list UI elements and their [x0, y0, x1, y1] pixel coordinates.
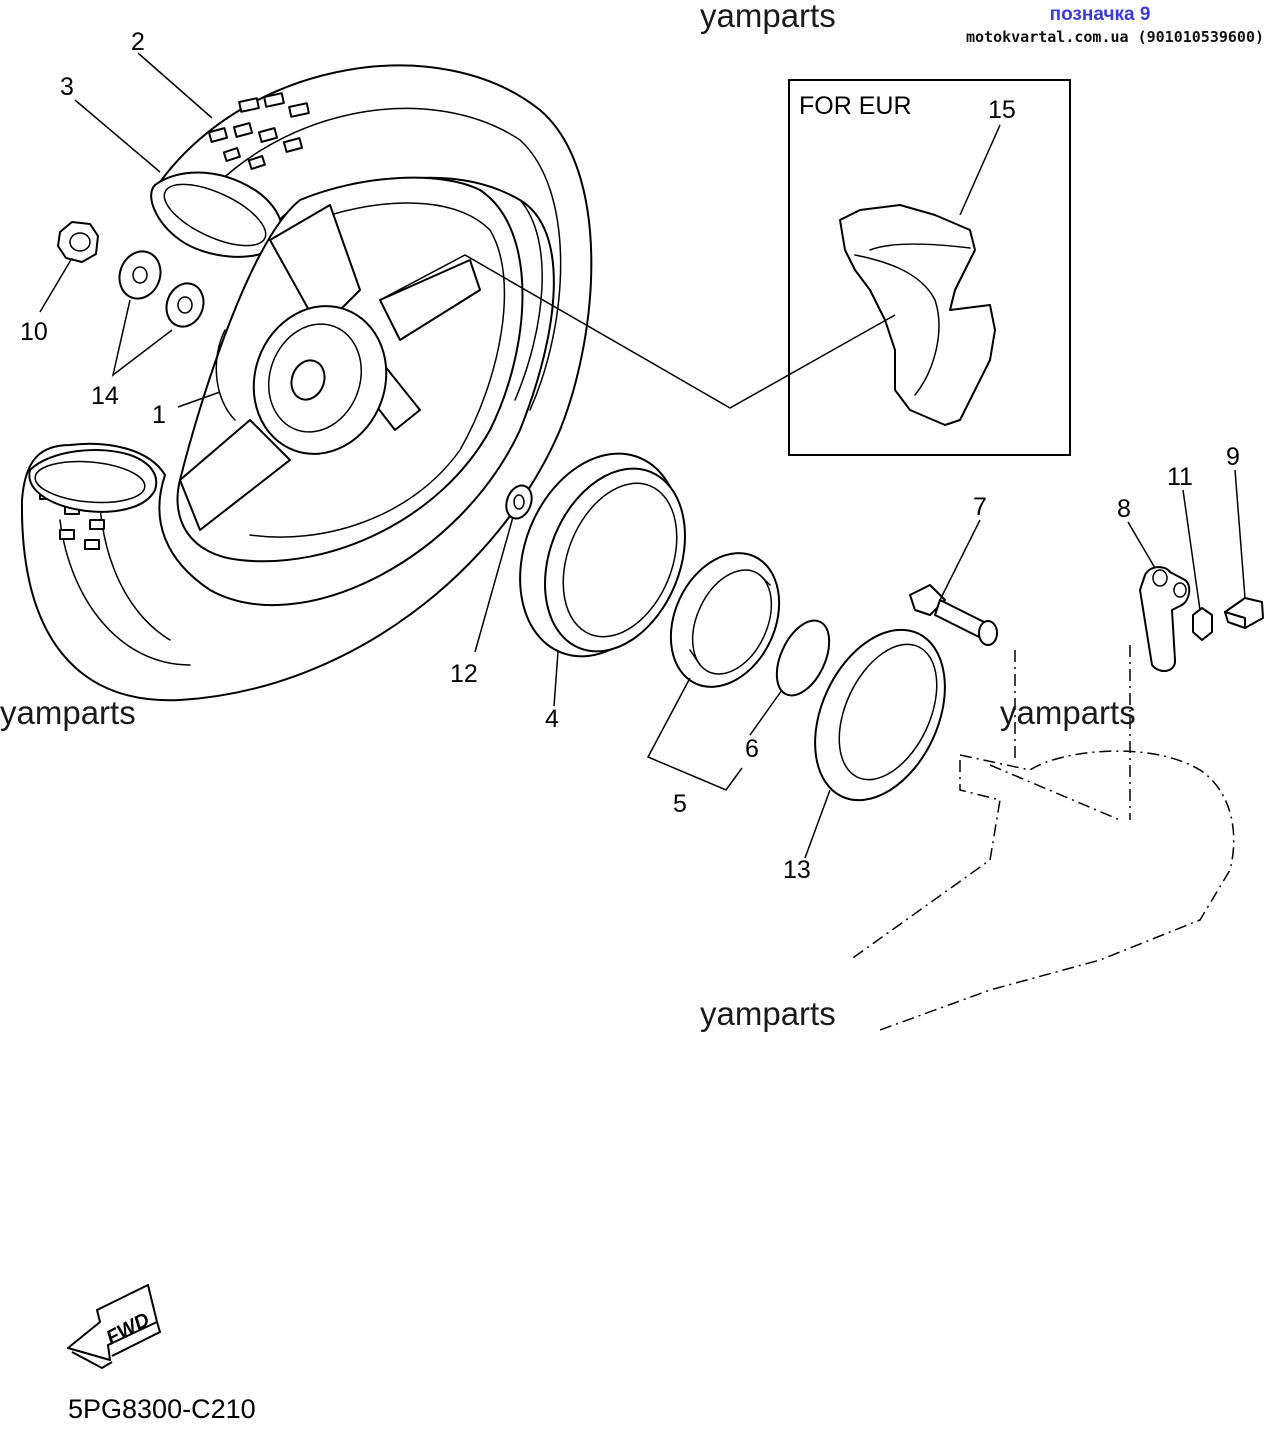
callouts: 1 2 3 4 5 6 7 8 9 10 11 12 13 14 15	[20, 28, 1240, 884]
wheel-rim	[176, 176, 524, 563]
fwd-arrow-icon: FWD	[67, 1284, 162, 1370]
callout-10: 10	[20, 318, 48, 346]
callout-7: 7	[973, 493, 987, 521]
tire	[20, 64, 593, 702]
mud-guard	[839, 204, 996, 426]
callout-15: 15	[988, 96, 1016, 124]
callout-12: 12	[450, 660, 478, 688]
axle-nut	[57, 221, 99, 263]
callout-9: 9	[1226, 443, 1240, 471]
brake-plate	[814, 628, 946, 802]
brake-camshaft	[909, 584, 998, 646]
diagram-code: 5PG8300-C210	[68, 1394, 256, 1424]
callout-2: 2	[131, 28, 145, 56]
brake-hub-cover	[519, 452, 686, 658]
lever-nut	[1192, 607, 1213, 641]
callout-8: 8	[1117, 495, 1131, 523]
callout-3: 3	[60, 73, 74, 101]
watermark-bottom: yamparts	[700, 995, 836, 1032]
watermark-right: yamparts	[1000, 694, 1136, 731]
inset-title: FOR EUR	[799, 92, 912, 120]
callout-14: 14	[91, 382, 119, 410]
watermark-left: yamparts	[0, 694, 136, 731]
brake-shoe-set	[669, 552, 781, 688]
inset-for-eur: FOR EUR	[788, 79, 1071, 456]
leader-lines	[39, 52, 1246, 859]
callout-6: 6	[745, 735, 759, 763]
engine-outline	[849, 645, 1235, 1031]
header-site: motokvartal.com.ua (901010539600)	[965, 28, 1264, 46]
callout-1: 1	[152, 401, 166, 429]
callout-4: 4	[545, 705, 559, 733]
callout-5: 5	[673, 790, 687, 818]
camshaft-lever	[1139, 566, 1191, 672]
lever-bolt	[1224, 597, 1264, 629]
brake-spring	[775, 619, 831, 697]
washers	[118, 250, 205, 328]
header-label: позначка 9	[1049, 4, 1151, 25]
inner-tube	[28, 171, 283, 513]
callout-13: 13	[783, 856, 811, 884]
callout-11: 11	[1167, 463, 1193, 491]
watermark-top: yamparts	[700, 0, 836, 34]
